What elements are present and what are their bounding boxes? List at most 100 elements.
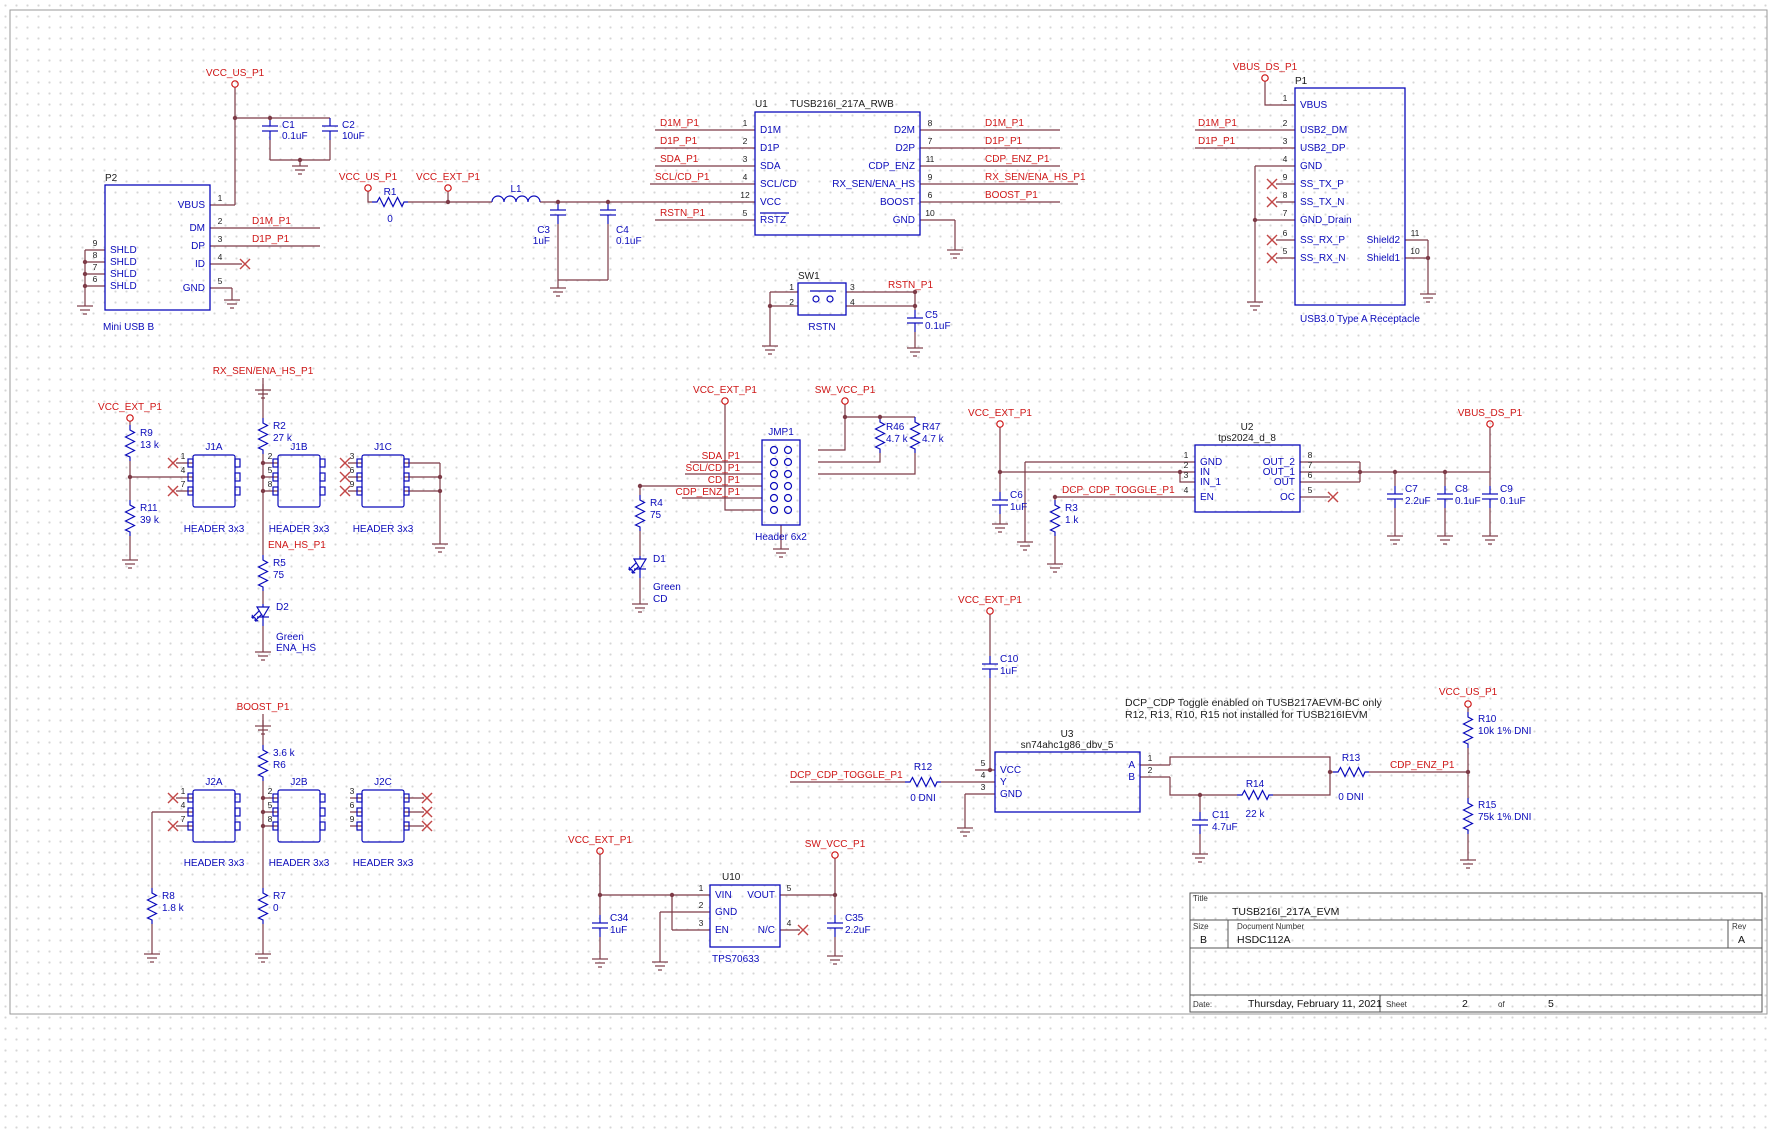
resistor-R11[interactable] [124, 499, 136, 537]
ref-des: J2B [290, 777, 308, 788]
resistor-R47[interactable] [909, 416, 921, 454]
power-flag[interactable] [364, 184, 372, 192]
ref-des: D2 [276, 602, 289, 613]
power-flag[interactable] [596, 847, 604, 855]
net-label: D1P_P1 [252, 234, 290, 245]
power-flag[interactable] [1464, 700, 1472, 708]
pin-number: 10 [925, 208, 935, 218]
power-flag[interactable] [831, 851, 839, 859]
capacitor-C9[interactable] [1481, 485, 1499, 509]
pin-name: D1P [760, 143, 780, 154]
capacitor-C3[interactable] [549, 201, 567, 225]
pin-number: 4 [181, 800, 186, 810]
part-description: HEADER 3x3 [184, 524, 245, 535]
value: 0 DNI [910, 793, 936, 804]
net-label: CDP_ENZ_P1 [985, 154, 1050, 165]
pin-name: GND_Drain [1300, 215, 1352, 226]
switch-SW1[interactable]: SW1 1 2 3 4 RSTN [789, 271, 855, 333]
ref-des: U10 [722, 872, 741, 883]
power-flag[interactable] [444, 184, 452, 192]
resistor-R6[interactable] [257, 744, 269, 782]
region-jmp1: VCC_EXT_P1 SW_VCC_P1 JMP1 Header 6x2 SDA… [628, 385, 945, 613]
pin-name: IN [1200, 467, 1210, 478]
ref-des: C2 [342, 120, 355, 131]
capacitor-C7[interactable] [1386, 485, 1404, 509]
power-flag[interactable] [1486, 420, 1494, 428]
resistor-R13[interactable] [1332, 766, 1370, 778]
pin-name: SHLD [110, 269, 137, 280]
power-flag[interactable] [1261, 74, 1269, 82]
capacitor-C5[interactable] [906, 309, 924, 333]
ic-U10[interactable]: U10 VIN GND EN 1 2 3 VOUT N/C 5 4 TPS706… [699, 872, 792, 965]
capacitor-C34[interactable] [591, 914, 609, 938]
power-flag[interactable] [986, 607, 994, 615]
power-flag[interactable] [996, 420, 1004, 428]
pin-number: 1 [1148, 753, 1153, 763]
junction [260, 795, 266, 801]
jumper-JMP1[interactable]: JMP1 Header 6x2 [755, 427, 807, 543]
resistor-R10[interactable] [1462, 711, 1474, 749]
resistor-R3[interactable] [1049, 499, 1061, 537]
net-label: D1M_P1 [660, 118, 699, 129]
pin-number: 4 [1283, 154, 1288, 164]
inductor-L1[interactable] [491, 195, 541, 203]
capacitor-C1[interactable] [261, 117, 279, 141]
ic-U1[interactable]: U1 TUSB216I_217A_RWB D1M D1P SDA SCL/CD … [740, 99, 935, 236]
resistor-R46[interactable] [874, 416, 886, 454]
size-label: Size [1193, 922, 1209, 931]
header-J1B[interactable] [272, 454, 326, 508]
header-J2C[interactable] [356, 789, 410, 843]
junction [82, 259, 88, 265]
resistor-R14[interactable] [1236, 789, 1274, 801]
led-D2[interactable] [251, 603, 270, 627]
capacitor-C6[interactable] [991, 491, 1009, 515]
capacitor-C8[interactable] [1436, 485, 1454, 509]
pin-name: SHLD [110, 281, 137, 292]
connector-P2[interactable]: P2 VBUS DM DP ID GND 1 2 3 4 5 SHLD SHLD… [93, 173, 223, 333]
ic-U3[interactable]: U3 sn74ahc1g86_dbv_5 VCC Y GND 5 4 3 A B… [981, 729, 1153, 813]
ground-symbol [223, 293, 241, 309]
connector-P1[interactable]: P1 VBUS USB2_DM USB2_DP GND SS_TX_P SS_T… [1283, 76, 1421, 325]
junction [1425, 255, 1431, 261]
capacitor-C35[interactable] [826, 914, 844, 938]
pin-number: 7 [93, 262, 98, 272]
net-label: DCP_CDP_TOGGLE_P1 [1062, 485, 1175, 496]
net-label: RX_SEN/ENA_HS_P1 [213, 366, 314, 377]
ref-des: L1 [510, 184, 522, 195]
resistor-R4[interactable] [634, 494, 646, 532]
resistor-R2[interactable] [257, 417, 269, 455]
resistor-R12[interactable] [904, 776, 942, 788]
capacitor-C4[interactable] [599, 201, 617, 225]
power-flag[interactable] [231, 80, 239, 88]
pin-number: 4 [850, 297, 855, 307]
capacitor-C10[interactable] [981, 655, 999, 679]
header-J1A[interactable] [187, 454, 241, 508]
power-flag[interactable] [126, 414, 134, 422]
ic-U2[interactable]: U2 tps2024_d_8 GND IN IN_1 EN 1 2 3 4 OU… [1184, 422, 1313, 513]
ref-des: C11 [1212, 810, 1230, 821]
ground-symbol [946, 243, 964, 259]
header-J2A[interactable] [187, 789, 241, 843]
resistor-R5[interactable] [257, 554, 269, 592]
resistor-R8[interactable] [146, 887, 158, 925]
value: 10k 1% DNI [1478, 726, 1531, 737]
resistor-R1[interactable] [371, 196, 409, 208]
pin-number: 11 [1411, 228, 1420, 238]
pin-number: 2 [743, 136, 748, 146]
region-power-rail: VCC_US_P1 VCC_EXT_P1 R1 0 L1 C3 1uF C4 0… [339, 172, 755, 297]
led-D1[interactable] [628, 555, 647, 579]
header-J1C[interactable] [356, 454, 410, 508]
junction [767, 303, 773, 309]
resistor-R7[interactable] [257, 887, 269, 925]
ref-des: C4 [616, 225, 629, 236]
ground-symbol [651, 955, 669, 971]
ground-symbol [772, 542, 790, 558]
power-flag[interactable] [841, 397, 849, 405]
capacitor-C2[interactable] [321, 117, 339, 141]
power-flag[interactable] [721, 397, 729, 405]
resistor-R9[interactable] [124, 424, 136, 462]
resistor-R15[interactable] [1462, 797, 1474, 835]
header-J2B[interactable] [272, 789, 326, 843]
capacitor-C11[interactable] [1191, 811, 1209, 835]
